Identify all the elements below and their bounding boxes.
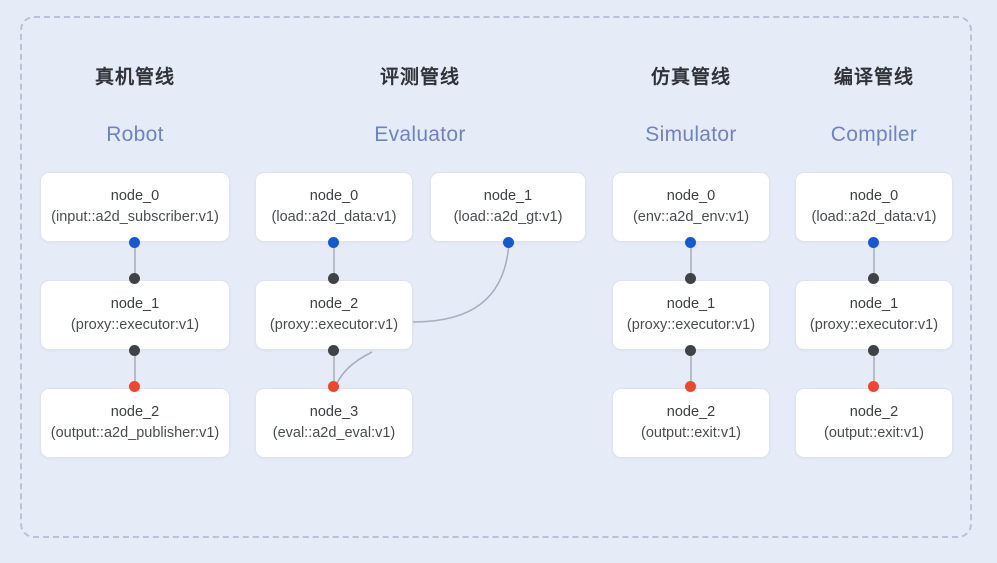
port-input-evaluator-node_3[interactable] xyxy=(328,381,339,392)
port-output-compiler-node_0[interactable] xyxy=(868,237,879,248)
column-title-en-compiler: Compiler xyxy=(830,123,918,146)
column-title-en-evaluator: Evaluator xyxy=(374,123,466,146)
node-spec: (proxy::executor:v1) xyxy=(70,317,200,333)
diagram-dashed-frame xyxy=(20,16,972,538)
node-robot-node_0[interactable]: node_0 (input::a2d_subscriber:v1) xyxy=(40,172,230,242)
column-title-cn-simulator: 仿真管线 xyxy=(650,67,731,88)
node-robot-node_1[interactable]: node_1 (proxy::executor:v1) xyxy=(40,280,230,350)
node-evaluator-node_2[interactable]: node_2 (proxy::executor:v1) xyxy=(255,280,413,350)
node-robot-node_2[interactable]: node_2 (output::a2d_publisher:v1) xyxy=(40,388,230,458)
port-input-simulator-node_2[interactable] xyxy=(685,381,696,392)
node-spec: (load::a2d_data:v1) xyxy=(271,209,397,225)
node-spec: (output::exit:v1) xyxy=(641,425,741,441)
node-name: node_1 xyxy=(483,187,533,204)
node-name: node_1 xyxy=(110,295,160,312)
column-title-cn-compiler: 编译管线 xyxy=(833,67,914,88)
port-output-evaluator-node_0[interactable] xyxy=(328,237,339,248)
port-output-evaluator-node_2[interactable] xyxy=(328,345,339,356)
node-name: node_1 xyxy=(666,295,716,312)
port-output-evaluator-node_1[interactable] xyxy=(503,237,514,248)
node-name: node_1 xyxy=(849,295,899,312)
port-input-simulator-node_1[interactable] xyxy=(685,273,696,284)
node-simulator-node_0[interactable]: node_0 (env::a2d_env:v1) xyxy=(612,172,770,242)
port-output-simulator-node_1[interactable] xyxy=(685,345,696,356)
node-evaluator-node_1[interactable]: node_1 (load::a2d_gt:v1) xyxy=(430,172,586,242)
node-spec: (env::a2d_env:v1) xyxy=(632,209,750,225)
port-output-compiler-node_1[interactable] xyxy=(868,345,879,356)
node-spec: (output::exit:v1) xyxy=(824,425,924,441)
node-evaluator-node_0[interactable]: node_0 (load::a2d_data:v1) xyxy=(255,172,413,242)
node-spec: (input::a2d_subscriber:v1) xyxy=(51,209,219,225)
port-input-evaluator-node_2[interactable] xyxy=(328,273,339,284)
node-evaluator-node_3[interactable]: node_3 (eval::a2d_eval:v1) xyxy=(255,388,413,458)
column-title-cn-robot: 真机管线 xyxy=(94,67,175,88)
port-output-robot-node_1[interactable] xyxy=(129,345,140,356)
node-name: node_2 xyxy=(110,403,160,420)
column-title-en-robot: Robot xyxy=(106,123,164,146)
node-compiler-node_2[interactable]: node_2 (output::exit:v1) xyxy=(795,388,953,458)
node-spec: (proxy::executor:v1) xyxy=(626,317,756,333)
node-name: node_0 xyxy=(849,187,899,204)
node-name: node_0 xyxy=(110,187,160,204)
port-output-simulator-node_0[interactable] xyxy=(685,237,696,248)
node-spec: (load::a2d_gt:v1) xyxy=(453,209,563,225)
node-spec: (load::a2d_data:v1) xyxy=(811,209,937,225)
port-output-robot-node_0[interactable] xyxy=(129,237,140,248)
column-title-cn-evaluator: 评测管线 xyxy=(379,67,460,88)
port-input-compiler-node_2[interactable] xyxy=(868,381,879,392)
node-spec: (output::a2d_publisher:v1) xyxy=(50,425,220,441)
node-spec: (proxy::executor:v1) xyxy=(809,317,939,333)
node-spec: (eval::a2d_eval:v1) xyxy=(272,425,396,441)
node-name: node_0 xyxy=(309,187,359,204)
node-compiler-node_1[interactable]: node_1 (proxy::executor:v1) xyxy=(795,280,953,350)
node-name: node_2 xyxy=(309,295,359,312)
node-name: node_2 xyxy=(849,403,899,420)
port-input-compiler-node_1[interactable] xyxy=(868,273,879,284)
port-input-robot-node_1[interactable] xyxy=(129,273,140,284)
node-name: node_3 xyxy=(309,403,359,420)
node-name: node_2 xyxy=(666,403,716,420)
node-simulator-node_1[interactable]: node_1 (proxy::executor:v1) xyxy=(612,280,770,350)
column-title-en-simulator: Simulator xyxy=(645,123,737,146)
node-spec: (proxy::executor:v1) xyxy=(269,317,399,333)
node-compiler-node_0[interactable]: node_0 (load::a2d_data:v1) xyxy=(795,172,953,242)
node-name: node_0 xyxy=(666,187,716,204)
port-input-robot-node_2[interactable] xyxy=(129,381,140,392)
node-simulator-node_2[interactable]: node_2 (output::exit:v1) xyxy=(612,388,770,458)
